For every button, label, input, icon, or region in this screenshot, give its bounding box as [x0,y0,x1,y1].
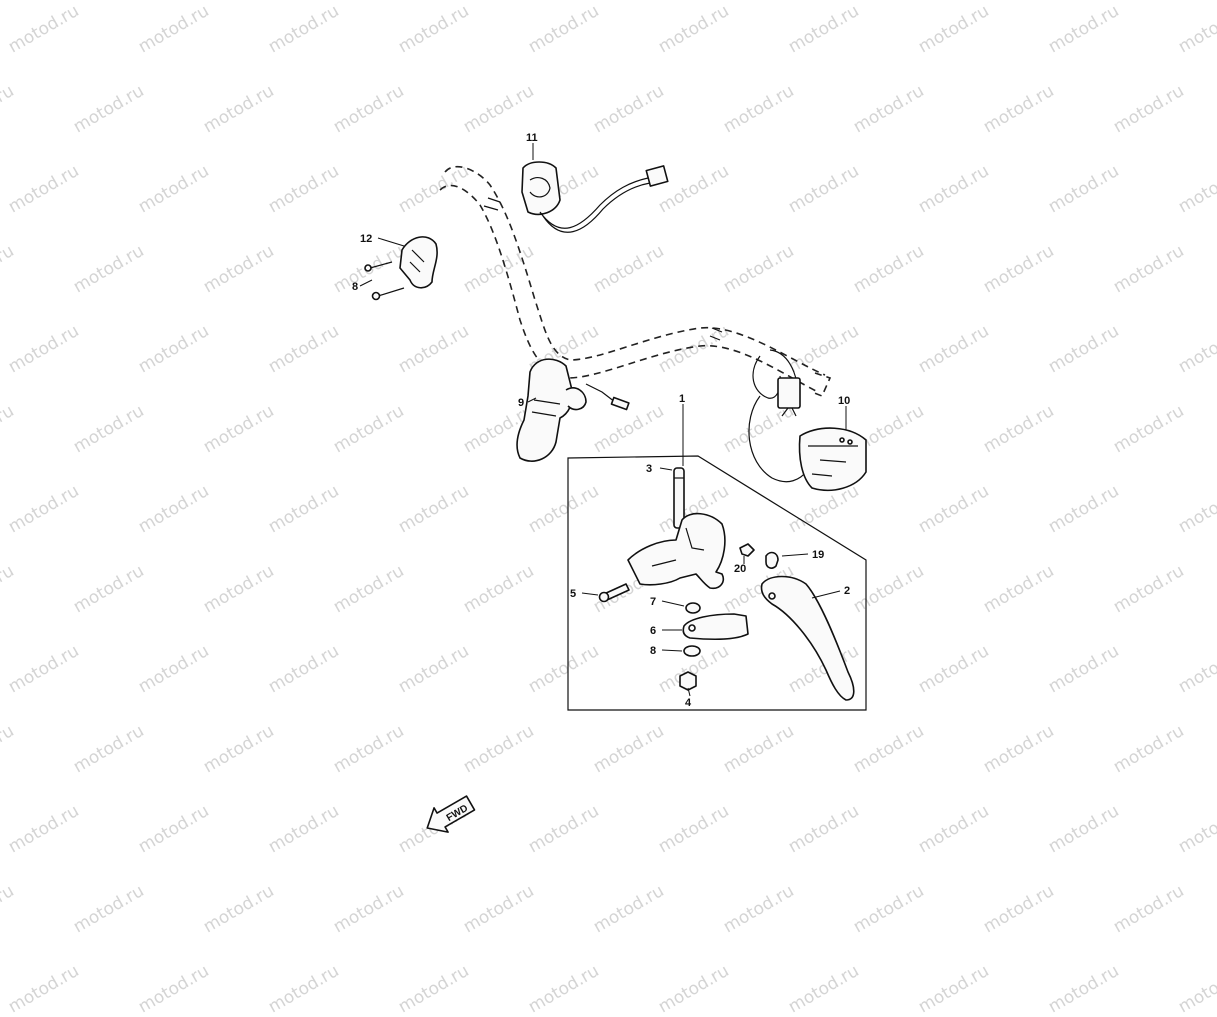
watermark-text: motod.ru [785,961,863,1017]
callout-9: 9 [518,397,524,409]
left-holder-assembly [516,358,630,462]
callout-20: 20 [734,563,746,575]
watermark-text: motod.ru [525,961,603,1017]
clip [739,543,755,557]
callout-8b: 8 [352,281,358,293]
switch-housing-right [521,161,669,233]
brake-lever-group-frame [567,455,867,711]
leader-lines [359,143,847,697]
switch-housing-left-harness [748,349,867,492]
callout-5: 5 [570,588,576,600]
switch-housing-left [364,236,438,301]
holder-screw [598,583,630,603]
callout-6: 6 [650,625,656,637]
callout-11: 11 [526,132,538,144]
callout-12: 12 [360,233,372,245]
watermark-text: motod.ru [395,961,473,1017]
callout-19: 19 [812,549,824,561]
forward-direction-arrow: FWD [426,795,476,833]
callout-7: 7 [650,596,656,608]
switch-bracket [682,613,749,640]
callout-2: 2 [844,585,850,597]
watermark-text: motod.ru [5,961,83,1017]
callout-10: 10 [838,395,850,407]
watermark-text: motod.ru [265,961,343,1017]
callout-labels: 11 12 8 9 10 1 3 20 19 2 5 7 6 8 4 [352,132,850,709]
watermark-text: motod.ru [655,961,733,1017]
washer-lower [683,645,701,657]
exploded-parts-diagram: 11 12 8 9 10 1 3 20 19 2 5 7 6 8 4 FWD [352,132,867,833]
watermark-text: motod.ru [1045,961,1123,1017]
callout-8: 8 [650,645,656,657]
lock-nut [679,671,697,691]
callout-4: 4 [685,697,692,709]
washer-upper [685,602,701,614]
brake-lever [760,575,855,701]
lever-pivot-pin [765,551,779,569]
watermark-text: motod.ru [915,961,993,1017]
watermark-text: motod.ru [1175,961,1217,1017]
handlebar-outline [439,166,832,398]
lever-holder [627,512,726,590]
watermark-text: motod.ru [135,961,213,1017]
callout-1: 1 [679,393,685,405]
callout-3: 3 [646,463,652,475]
